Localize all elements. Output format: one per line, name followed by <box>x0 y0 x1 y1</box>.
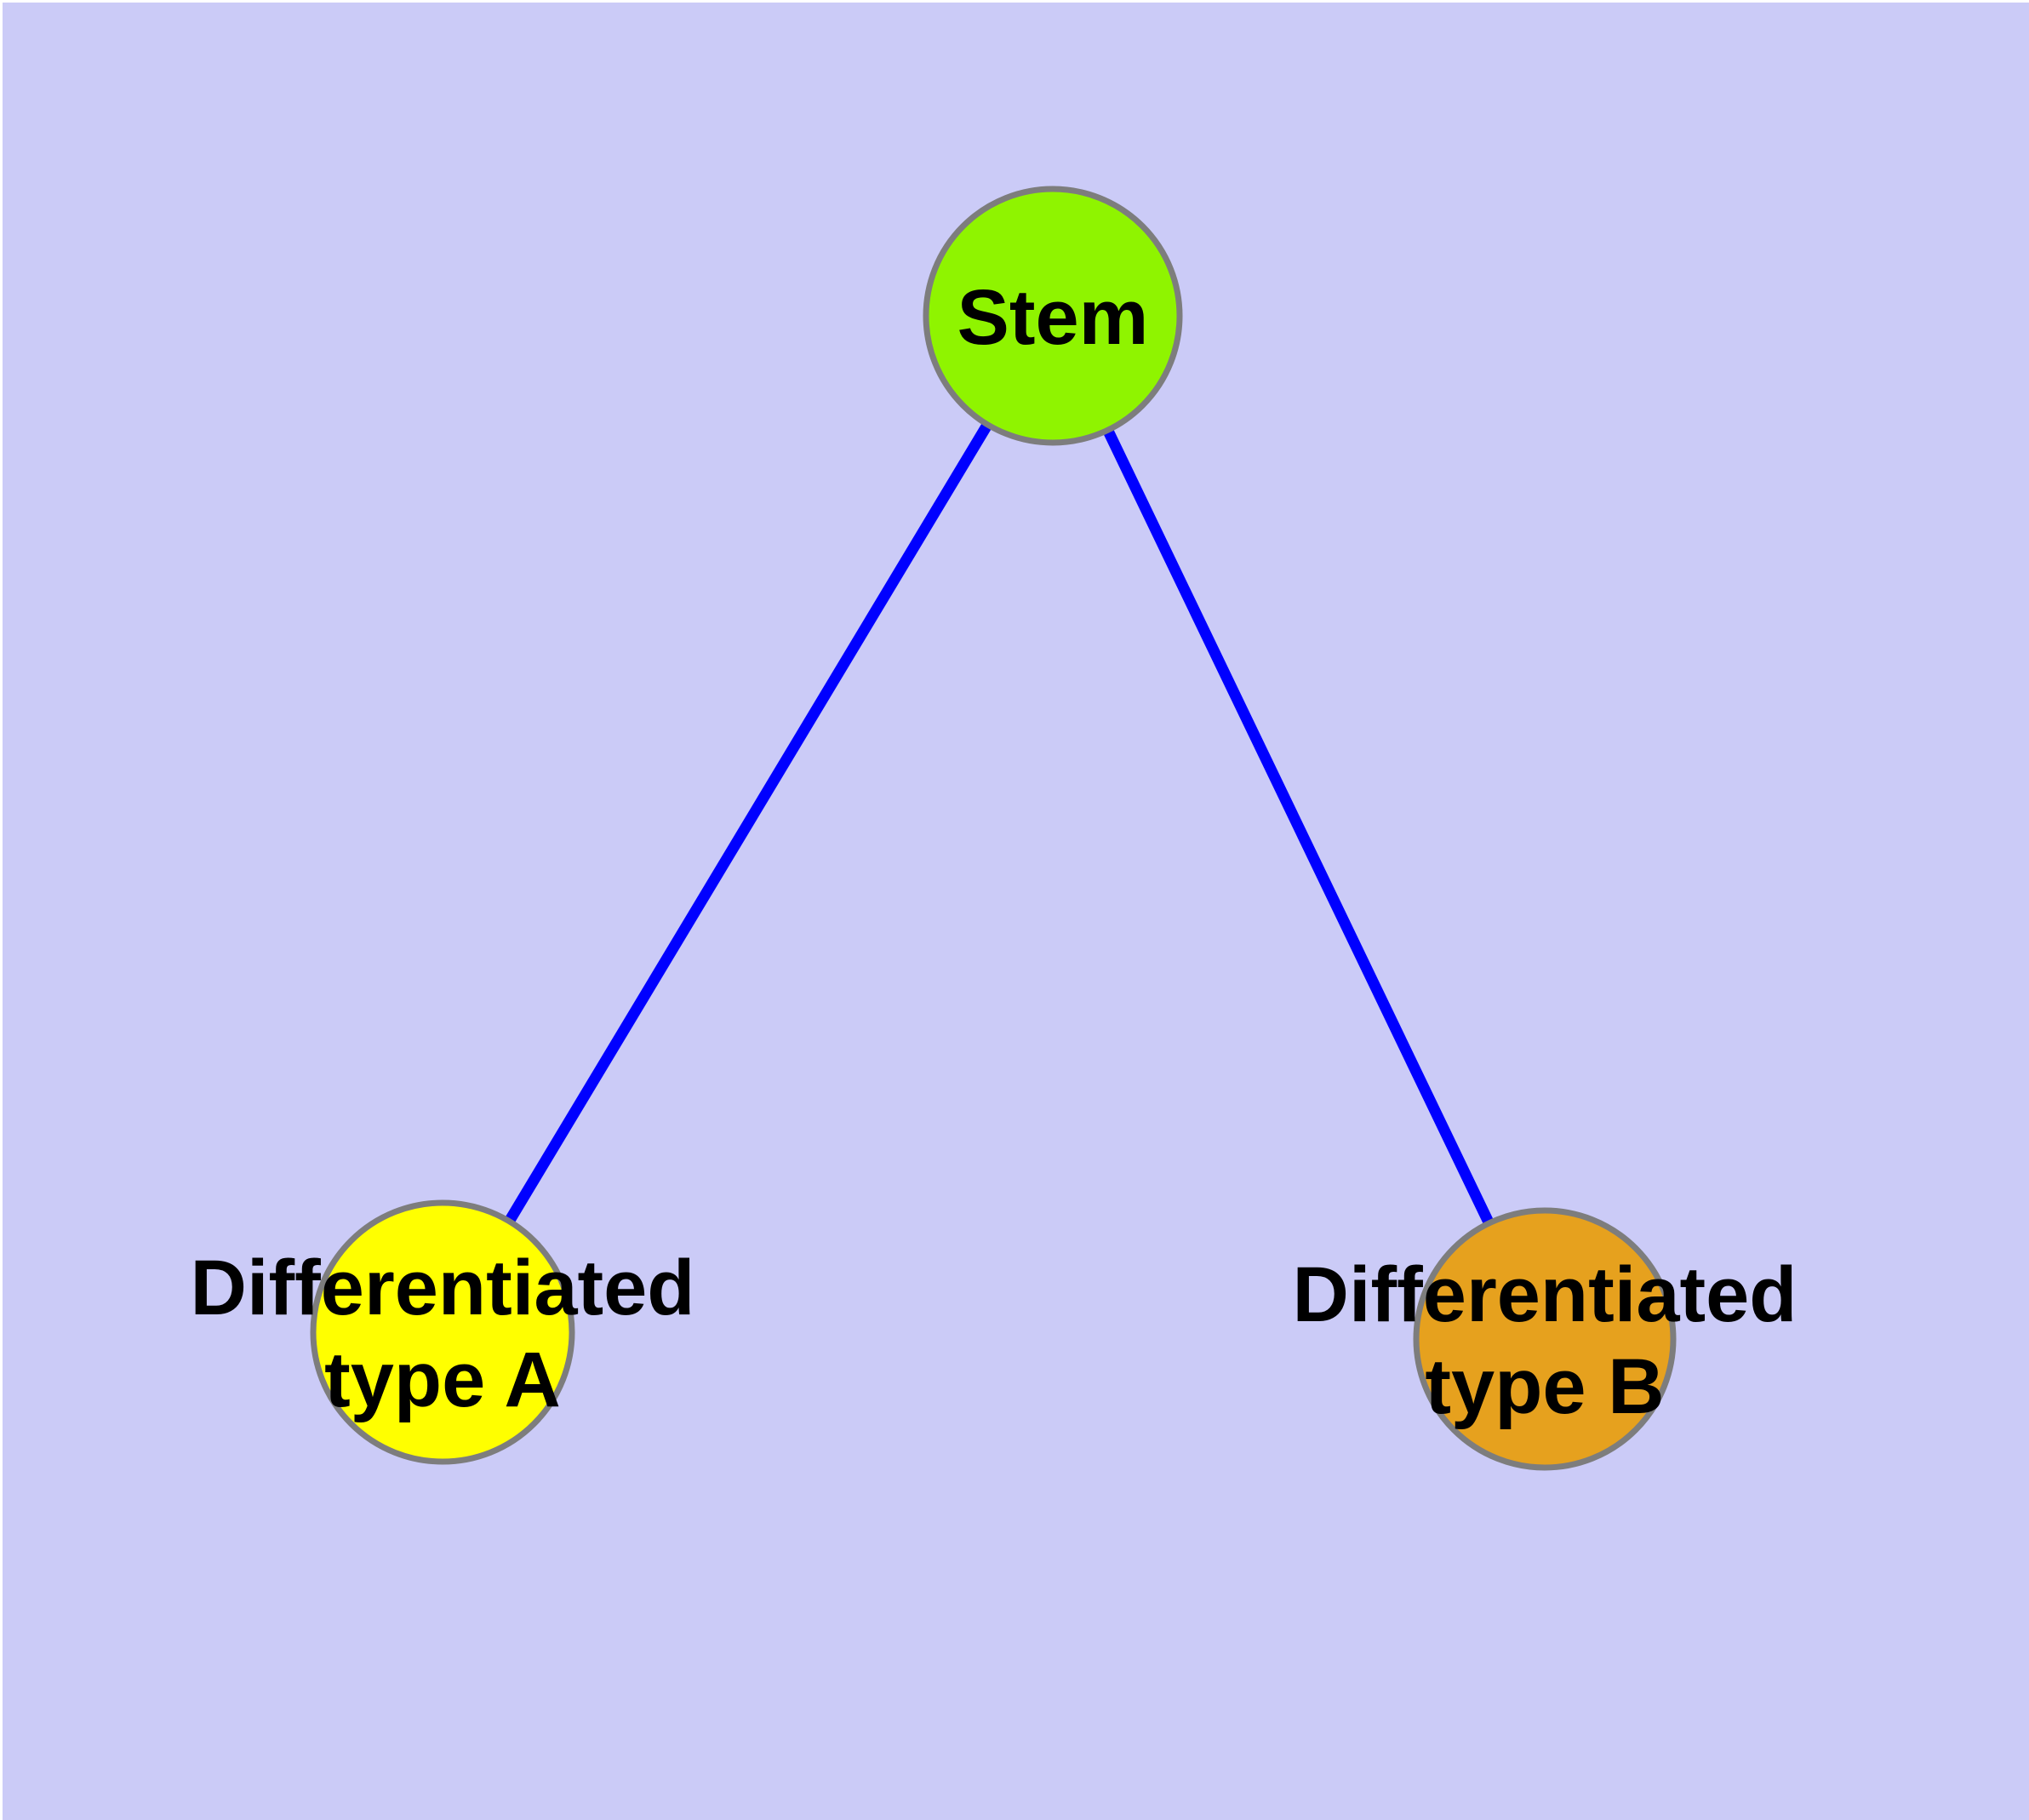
node-stem <box>923 186 1183 446</box>
node-diff-type-b <box>1413 1207 1677 1471</box>
node-diff-type-a <box>310 1199 575 1465</box>
node-diff-type-a-label-line-2: type A <box>324 1336 561 1423</box>
edge-stem-to-diff-type-a <box>437 312 1058 1336</box>
node-diff-type-b-label-line-2: type B <box>1425 1343 1664 1430</box>
node-stem-label-line-1: Stem <box>957 274 1149 361</box>
edge-stem-to-diff-type-b <box>1048 313 1550 1342</box>
node-diff-type-a-label-line-1: Differentiated <box>191 1245 695 1331</box>
node-diff-type-b-label-line-1: Differentiated <box>1293 1251 1798 1338</box>
node-stem-label: Stem <box>957 274 1149 361</box>
